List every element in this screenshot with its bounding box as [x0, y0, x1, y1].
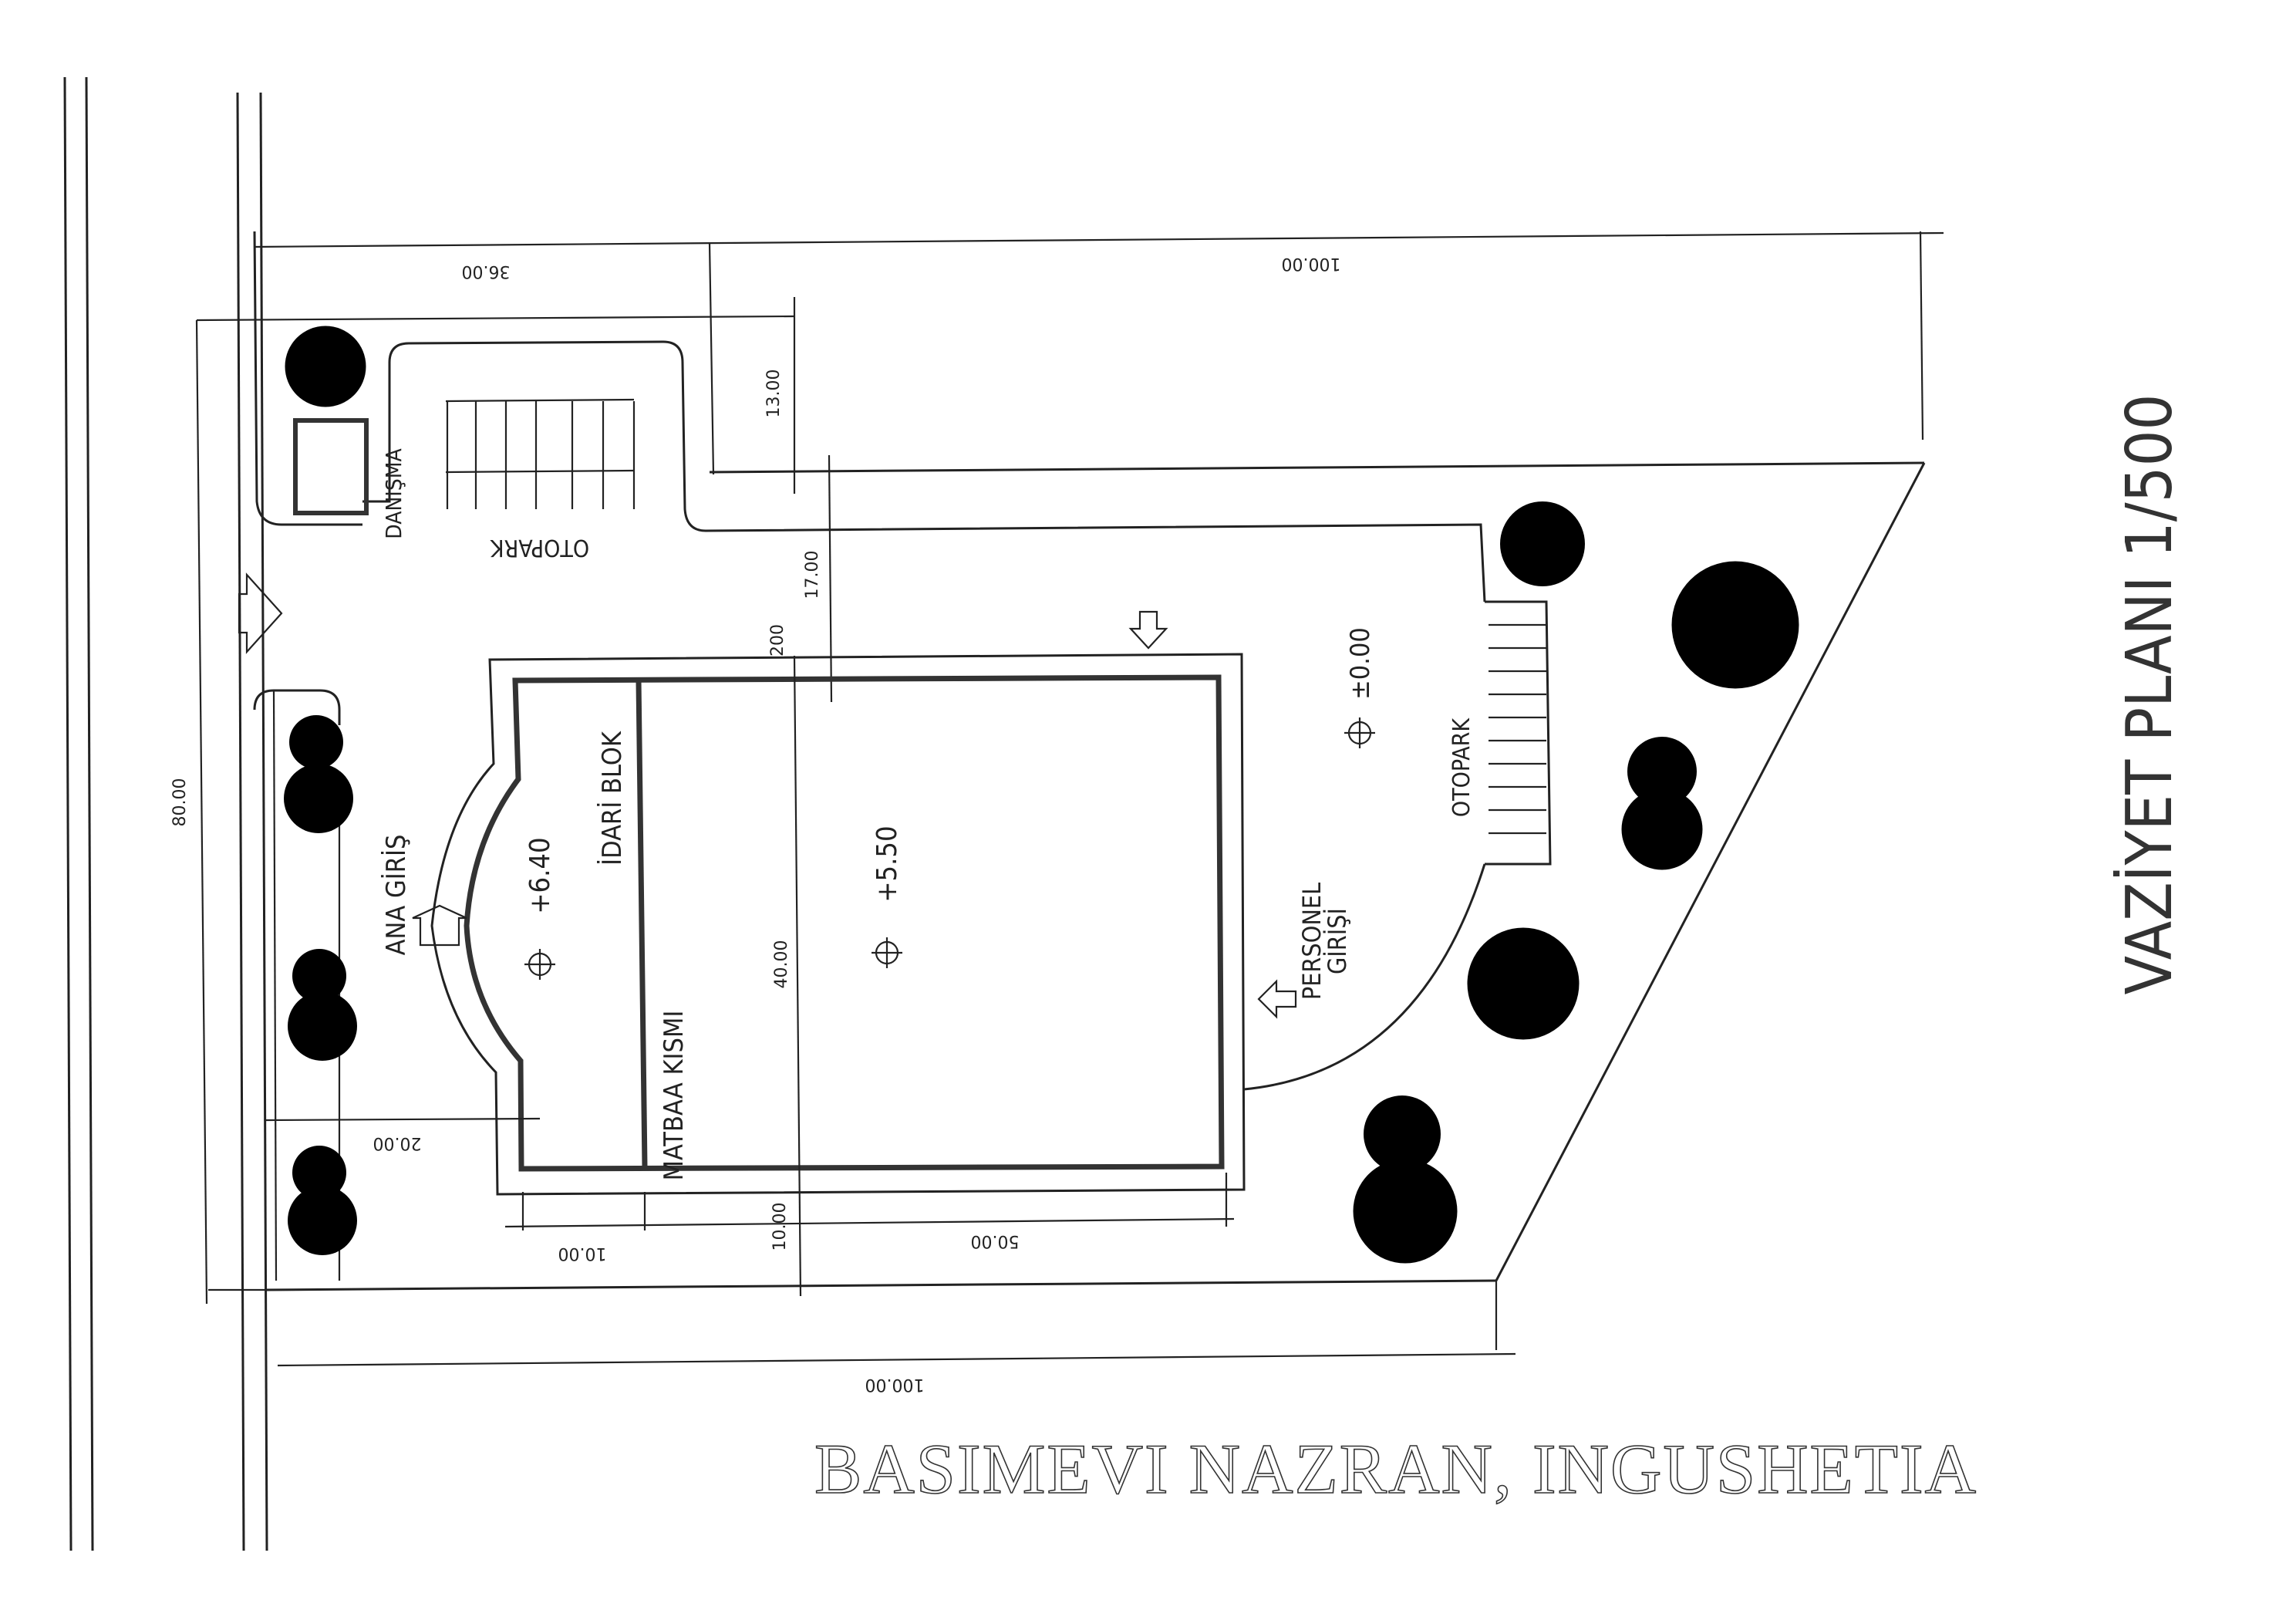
tree-icon — [1467, 927, 1580, 1040]
idari-blok-label: İDARİ BLOK — [597, 731, 628, 866]
dim-building-width: 40.00 — [772, 940, 791, 989]
danisma-kiosk — [293, 418, 369, 515]
building-centerline — [793, 655, 802, 1297]
dim-top-right: 100.00 — [1282, 254, 1341, 273]
dim-entrance-offset: 20.00 — [373, 1133, 422, 1153]
tree-icon — [289, 715, 343, 769]
dim-left-site: 80.00 — [170, 778, 190, 827]
tree-icon — [285, 326, 366, 407]
danisma-label: DANIŞMA — [381, 448, 406, 539]
dim-vertical-mid: 17.00 — [803, 551, 822, 599]
elevation-ground: ±0.00 — [1345, 627, 1376, 700]
main-entrance-arrow-icon — [412, 904, 467, 947]
dim-bottom-a: 10.00 — [558, 1244, 607, 1263]
dim-bottom-c: 50.00 — [971, 1231, 1020, 1251]
personnel-entrance-arrow-icon — [1257, 979, 1297, 1019]
matbaa-kismi-label: MATBAA KISMI — [659, 1011, 689, 1181]
top-dimensions — [196, 231, 1944, 703]
dim-top-left: 36.00 — [462, 262, 511, 281]
green-strip-line — [272, 690, 278, 1281]
green-strip-top — [253, 689, 341, 725]
site-entrance-arrow-icon — [238, 572, 283, 654]
right-parking-outline — [1485, 600, 1552, 866]
top-parking-stalls — [445, 398, 636, 509]
tree-icon — [1621, 788, 1703, 870]
tree-icon — [1500, 501, 1585, 586]
elevation-marker-matbaa — [872, 937, 902, 968]
tree-icon — [284, 764, 353, 833]
tree-icon — [288, 1186, 357, 1255]
building-inner-wall — [464, 674, 1225, 1172]
site-boundary — [208, 461, 1926, 1350]
elevation-marker-ground — [1344, 717, 1375, 748]
elevation-matbaa: +5.50 — [872, 825, 903, 902]
tree-icon — [1671, 561, 1799, 689]
personel-label: PERSONEL — [1297, 883, 1327, 1000]
dim-gap-200: 200 — [768, 624, 787, 657]
elevation-marker-idari — [524, 949, 555, 980]
tree-icon — [288, 991, 357, 1061]
building-outer-wall — [430, 653, 1246, 1196]
service-arrow-icon — [1128, 610, 1168, 650]
drawing-title: BASIMEVI NAZRAN, INGUSHETIA — [814, 1430, 1977, 1508]
dim-bottom-b: 10.00 — [770, 1203, 790, 1251]
girisi-label: GİRİŞİ — [1323, 908, 1352, 974]
dim-line-bottom-total — [277, 1352, 1516, 1367]
otopark-top-label: OTOPARK — [490, 534, 590, 561]
ana-giris-label: ANA GİRİŞ — [381, 835, 412, 956]
personnel-curve — [1243, 863, 1486, 1091]
driveway-left — [253, 231, 362, 526]
dim-vertical-top: 13.00 — [764, 370, 784, 418]
idari-blok-divider — [636, 680, 648, 1168]
otopark-right-label: OTOPARK — [1448, 717, 1475, 818]
elevation-idari: +6.40 — [524, 837, 556, 913]
parking-curb-top — [362, 340, 1486, 603]
tree-icon — [1353, 1159, 1458, 1264]
plan-label: VAZİYET PLANI 1/500 — [2113, 394, 2186, 995]
right-parking-stalls — [1489, 623, 1546, 835]
road-lines — [63, 76, 268, 1551]
dim-bottom-total: 100.00 — [865, 1375, 925, 1394]
